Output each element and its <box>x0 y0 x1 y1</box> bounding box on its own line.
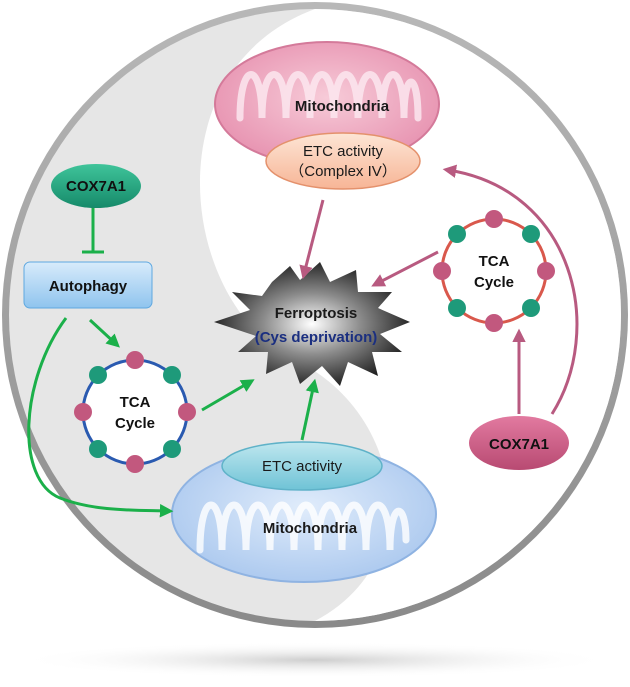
arrow-left-tca-to-ferroptosis <box>201 379 255 412</box>
ferroptosis-label: Ferroptosis <box>275 305 358 322</box>
right-tca-node <box>522 299 540 317</box>
left-tca-line2: Cycle <box>115 415 155 432</box>
arrow-right-tca-to-ferroptosis <box>371 250 439 287</box>
right-regulator: COX7A1 <box>469 416 569 470</box>
left-tca-node <box>126 455 144 473</box>
right-tca-node <box>485 314 503 332</box>
arrow-right-cox-to-top-etc <box>442 164 579 415</box>
right-tca-node <box>433 262 451 280</box>
left-tca-node <box>126 351 144 369</box>
left-tca-node <box>74 403 92 421</box>
top-mitochondria: Mitochondria ETC activity （Complex IV） <box>214 41 440 190</box>
left-tca-node <box>89 440 107 458</box>
top-etc-oval <box>265 132 421 190</box>
floor-shadow <box>15 642 615 678</box>
right-tca-node <box>485 210 503 228</box>
left-tca-node <box>163 440 181 458</box>
bottom-mitochondria-title: Mitochondria <box>263 520 358 537</box>
top-mitochondria-title: Mitochondria <box>295 98 390 115</box>
ferroptosis-burst: Ferroptosis (Cys deprivation) <box>214 262 410 386</box>
pink-arrows <box>299 164 579 415</box>
right-tca-node <box>537 262 555 280</box>
arrow-autophagy-to-left-tca <box>88 318 120 348</box>
top-etc-label-line2: （Complex IV） <box>289 163 397 180</box>
arrow-bottom-etc-to-ferroptosis <box>300 378 319 441</box>
right-tca-cycle: TCA Cycle <box>433 210 555 332</box>
left-tca-node <box>178 403 196 421</box>
green-arrows <box>27 317 319 518</box>
autophagy-label: Autophagy <box>49 278 128 295</box>
right-tca-line1: TCA <box>479 253 510 270</box>
left-cox7a1-label: COX7A1 <box>66 178 126 195</box>
right-tca-node <box>448 225 466 243</box>
left-tca-node <box>163 366 181 384</box>
right-tca-node <box>448 299 466 317</box>
right-cox7a1-label: COX7A1 <box>489 436 549 453</box>
left-tca-node <box>89 366 107 384</box>
arrow-top-etc-to-ferroptosis <box>299 199 325 280</box>
right-tca-line2: Cycle <box>474 274 514 291</box>
cys-deprivation-label: (Cys deprivation) <box>255 329 378 346</box>
left-tca-line1: TCA <box>120 394 151 411</box>
arrow-autophagy-to-bottom-mito <box>27 317 174 518</box>
bottom-etc-label: ETC activity <box>262 458 343 475</box>
left-regulator: COX7A1 Autophagy <box>23 164 153 309</box>
autophagy-box <box>23 261 153 309</box>
bottom-etc-oval <box>221 441 383 491</box>
left-cox7a1-badge <box>51 164 141 208</box>
right-tca-node <box>522 225 540 243</box>
top-etc-label-line1: ETC activity <box>303 143 384 160</box>
left-tca-cycle: TCA Cycle <box>74 351 196 473</box>
right-cox7a1-badge <box>469 416 569 470</box>
